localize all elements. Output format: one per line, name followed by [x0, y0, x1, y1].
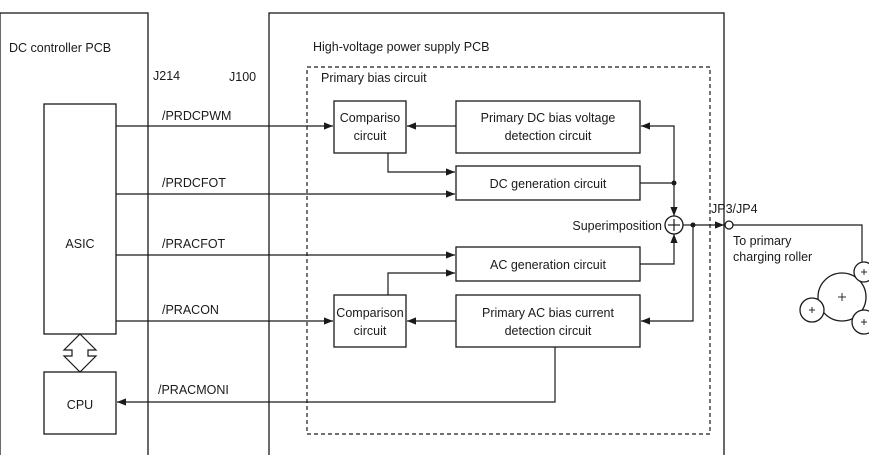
- hv-power-supply-pcb: High-voltage power supply PCB: [268, 12, 725, 455]
- signal-pracmoni: /PRACMONI: [117, 347, 556, 406]
- signal-pracmoni-label: /PRACMONI: [158, 383, 229, 397]
- signal-prdcfot-label: /PRDCFOT: [162, 176, 226, 190]
- ac-generation-circuit: AC generation circuit: [455, 246, 641, 282]
- ac-generation-label: AC generation circuit: [490, 258, 607, 272]
- asic-cpu-bus-arrow: [62, 333, 98, 373]
- comparison-bottom-line1: Comparison: [336, 306, 403, 320]
- comparison-bottom-line2: circuit: [354, 324, 387, 338]
- jp-label: JP3/JP4: [711, 202, 758, 216]
- roller-label-line2: charging roller: [733, 250, 812, 264]
- roller-label-line1: To primary: [733, 234, 792, 248]
- dc-generation-label: DC generation circuit: [490, 177, 607, 191]
- signal-pracfot: /PRACFOT: [116, 237, 455, 259]
- hv-power-supply-pcb-title: High-voltage power supply PCB: [313, 40, 489, 54]
- comparison-top-line2: circuit: [354, 129, 387, 143]
- signal-pracfot-label: /PRACFOT: [162, 237, 226, 251]
- signal-prdcpwm-label: /PRDCPWM: [162, 109, 231, 123]
- internal-wiring: [387, 122, 863, 325]
- signal-pracon: /PRACON: [116, 303, 333, 325]
- comparison-top-line1: Compariso: [340, 111, 400, 125]
- connector-j100: J100: [229, 70, 256, 84]
- signal-prdcfot: /PRDCFOT: [116, 176, 455, 198]
- comparison-circuit-top: Compariso circuit: [333, 100, 407, 154]
- dc-controller-pcb-title: DC controller PCB: [9, 41, 111, 55]
- asic-label: ASIC: [65, 237, 94, 251]
- dc-detection-line1: Primary DC bias voltage: [481, 111, 616, 125]
- ac-detection-line2: detection circuit: [505, 324, 592, 338]
- superimposition-node: Superimposition: [572, 215, 684, 235]
- superimposition-label: Superimposition: [572, 219, 662, 233]
- dc-controller-pcb: DC controller PCB: [0, 12, 149, 455]
- dc-detection-line2: detection circuit: [505, 129, 592, 143]
- dc-generation-circuit: DC generation circuit: [455, 165, 641, 201]
- charging-roller-illustration: [799, 261, 869, 335]
- primary-bias-circuit: Primary bias circuit: [306, 66, 711, 435]
- signal-prdcpwm: /PRDCPWM: [116, 109, 333, 130]
- ac-detection-line1: Primary AC bias current: [482, 306, 615, 320]
- cpu-label: CPU: [67, 398, 93, 412]
- jp3-jp4-connector: JP3/JP4: [711, 202, 758, 230]
- ac-bias-detection-circuit: Primary AC bias current detection circui…: [455, 294, 641, 348]
- primary-bias-circuit-title: Primary bias circuit: [321, 71, 427, 85]
- signal-pracon-label: /PRACON: [162, 303, 219, 317]
- dc-bias-detection-circuit: Primary DC bias voltage detection circui…: [455, 100, 641, 154]
- asic-block: ASIC: [43, 103, 117, 335]
- comparison-circuit-bottom: Comparison circuit: [333, 294, 407, 348]
- connector-j214: J214: [153, 69, 180, 83]
- cpu-block: CPU: [43, 371, 117, 435]
